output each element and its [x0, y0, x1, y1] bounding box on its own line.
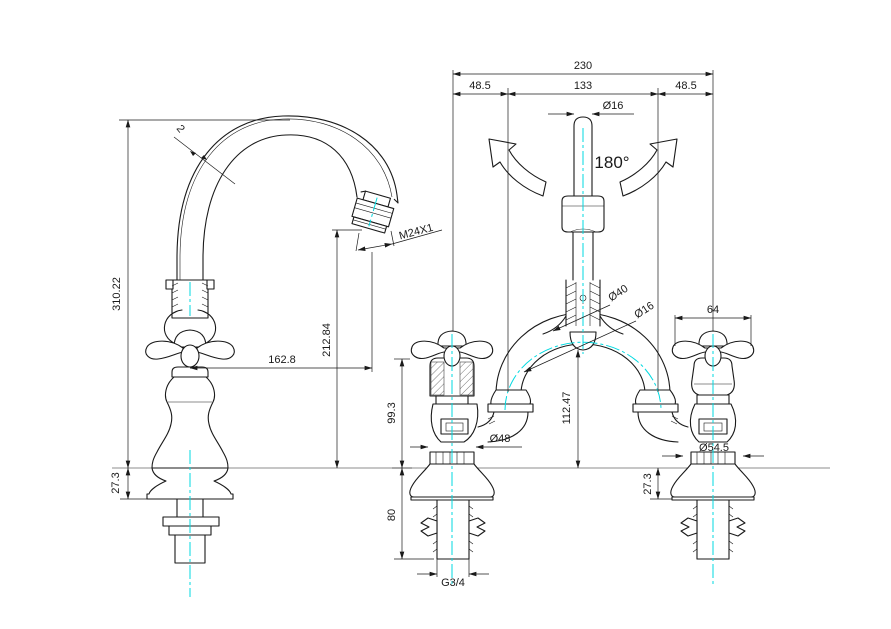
dim-overall-width: 230 — [574, 60, 592, 72]
dim-base-diameter: Ø48 — [490, 433, 511, 445]
dim-center-spacing: 133 — [574, 80, 592, 92]
dim-base-diameter-right: Ø54.5 — [699, 442, 729, 454]
dim-shank-length: 80 — [386, 509, 398, 521]
dim-wall-thickness: 2 — [174, 123, 187, 135]
shank-side — [162, 498, 220, 564]
label-swivel-angle: 180° — [594, 153, 629, 172]
dim-handle-width: 64 — [707, 304, 719, 316]
spout-front — [542, 116, 624, 351]
dim-right-spacing: 48.5 — [675, 80, 696, 92]
spout-side — [176, 115, 399, 281]
lock-nut-wing — [420, 517, 438, 537]
dim-body-height: 99.3 — [386, 402, 398, 423]
side-view: 310.22 27.3 162.8 212.84 2 M24X1 — [110, 115, 443, 597]
dim-total-height: 310.22 — [111, 277, 123, 311]
front-view-dimensions: 230 48.5 133 48.5 Ø16 180° Ø40 Ø16 64 — [386, 60, 764, 589]
dim-base-height-side: 27.3 — [110, 472, 122, 493]
handle-side — [145, 329, 235, 368]
dim-spout-diameter: Ø16 — [603, 100, 624, 112]
dim-spout-clearance: 112.47 — [561, 392, 573, 425]
swivel-arrow-left — [488, 138, 547, 197]
label-shank-thread: G3/4 — [441, 577, 465, 589]
front-view: 230 48.5 133 48.5 Ø16 180° Ø40 Ø16 64 — [386, 60, 830, 589]
dim-reach: 162.8 — [268, 354, 296, 366]
label-aerator-thread: M24X1 — [398, 222, 435, 243]
dim-left-spacing: 48.5 — [469, 80, 490, 92]
swivel-arrow-right — [619, 138, 678, 197]
aerator — [351, 190, 399, 234]
dim-outlet-height: 212.84 — [321, 323, 333, 357]
dim-base-height-front: 27.3 — [642, 473, 654, 494]
centerlines-front — [451, 128, 714, 585]
tap-body-side — [146, 366, 234, 500]
dim-arch-tube-diameter: Ø16 — [632, 300, 656, 321]
side-view-dimensions: 310.22 27.3 162.8 212.84 2 M24X1 — [110, 119, 443, 500]
dim-arch-diameter: Ø40 — [606, 283, 630, 304]
